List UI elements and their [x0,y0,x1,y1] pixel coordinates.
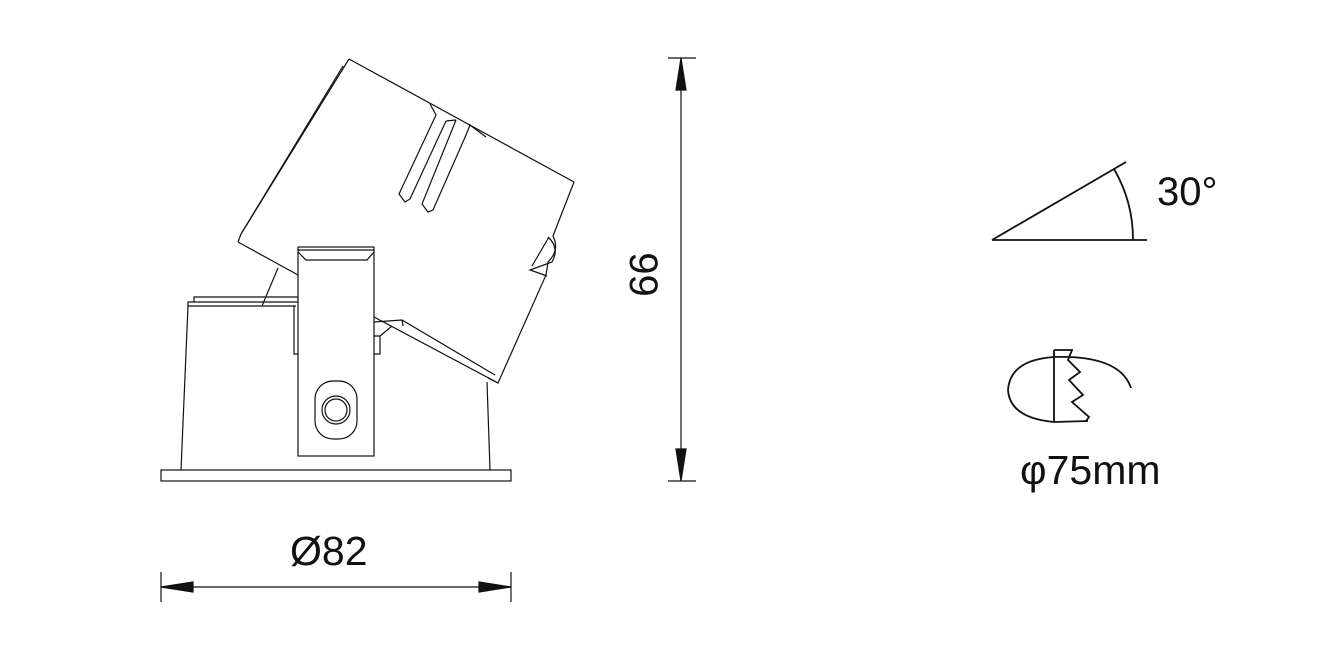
mounting-bracket [297,246,375,457]
bracket-clips [293,306,393,355]
housing-inner-edge [261,267,279,307]
arrow-right-icon [478,581,512,593]
adjust-screw-inner [324,398,348,422]
heatsink-fin-1 [398,103,447,203]
bracket-top-bevel [297,249,375,261]
cutout-icon [1007,349,1132,423]
downlight-side-view [160,58,575,482]
tilt-angle-icon [991,161,1147,241]
arrow-left-icon [160,581,194,593]
height-dimension [668,57,696,482]
lamp-head-lower-edge [373,316,499,384]
tilt-angle-label: 30° [1157,170,1218,214]
housing-rim [187,296,298,306]
fin-link [445,119,457,122]
arrow-down-icon [675,448,687,482]
base-flange [160,469,512,482]
height-label: 99 [620,252,665,297]
width-dimension [160,572,512,602]
lamp-head-left-bevel [240,65,344,235]
adjust-screw-outer [321,395,351,425]
lamp-head-side-tab [528,236,556,277]
diameter-label: Ø82 [290,528,368,574]
heatsink-fin-2 [421,119,487,213]
bracket-slot [314,380,358,440]
cutout-label: φ75mm [1020,447,1161,493]
arrow-up-icon [675,57,687,91]
housing-body [180,305,491,471]
